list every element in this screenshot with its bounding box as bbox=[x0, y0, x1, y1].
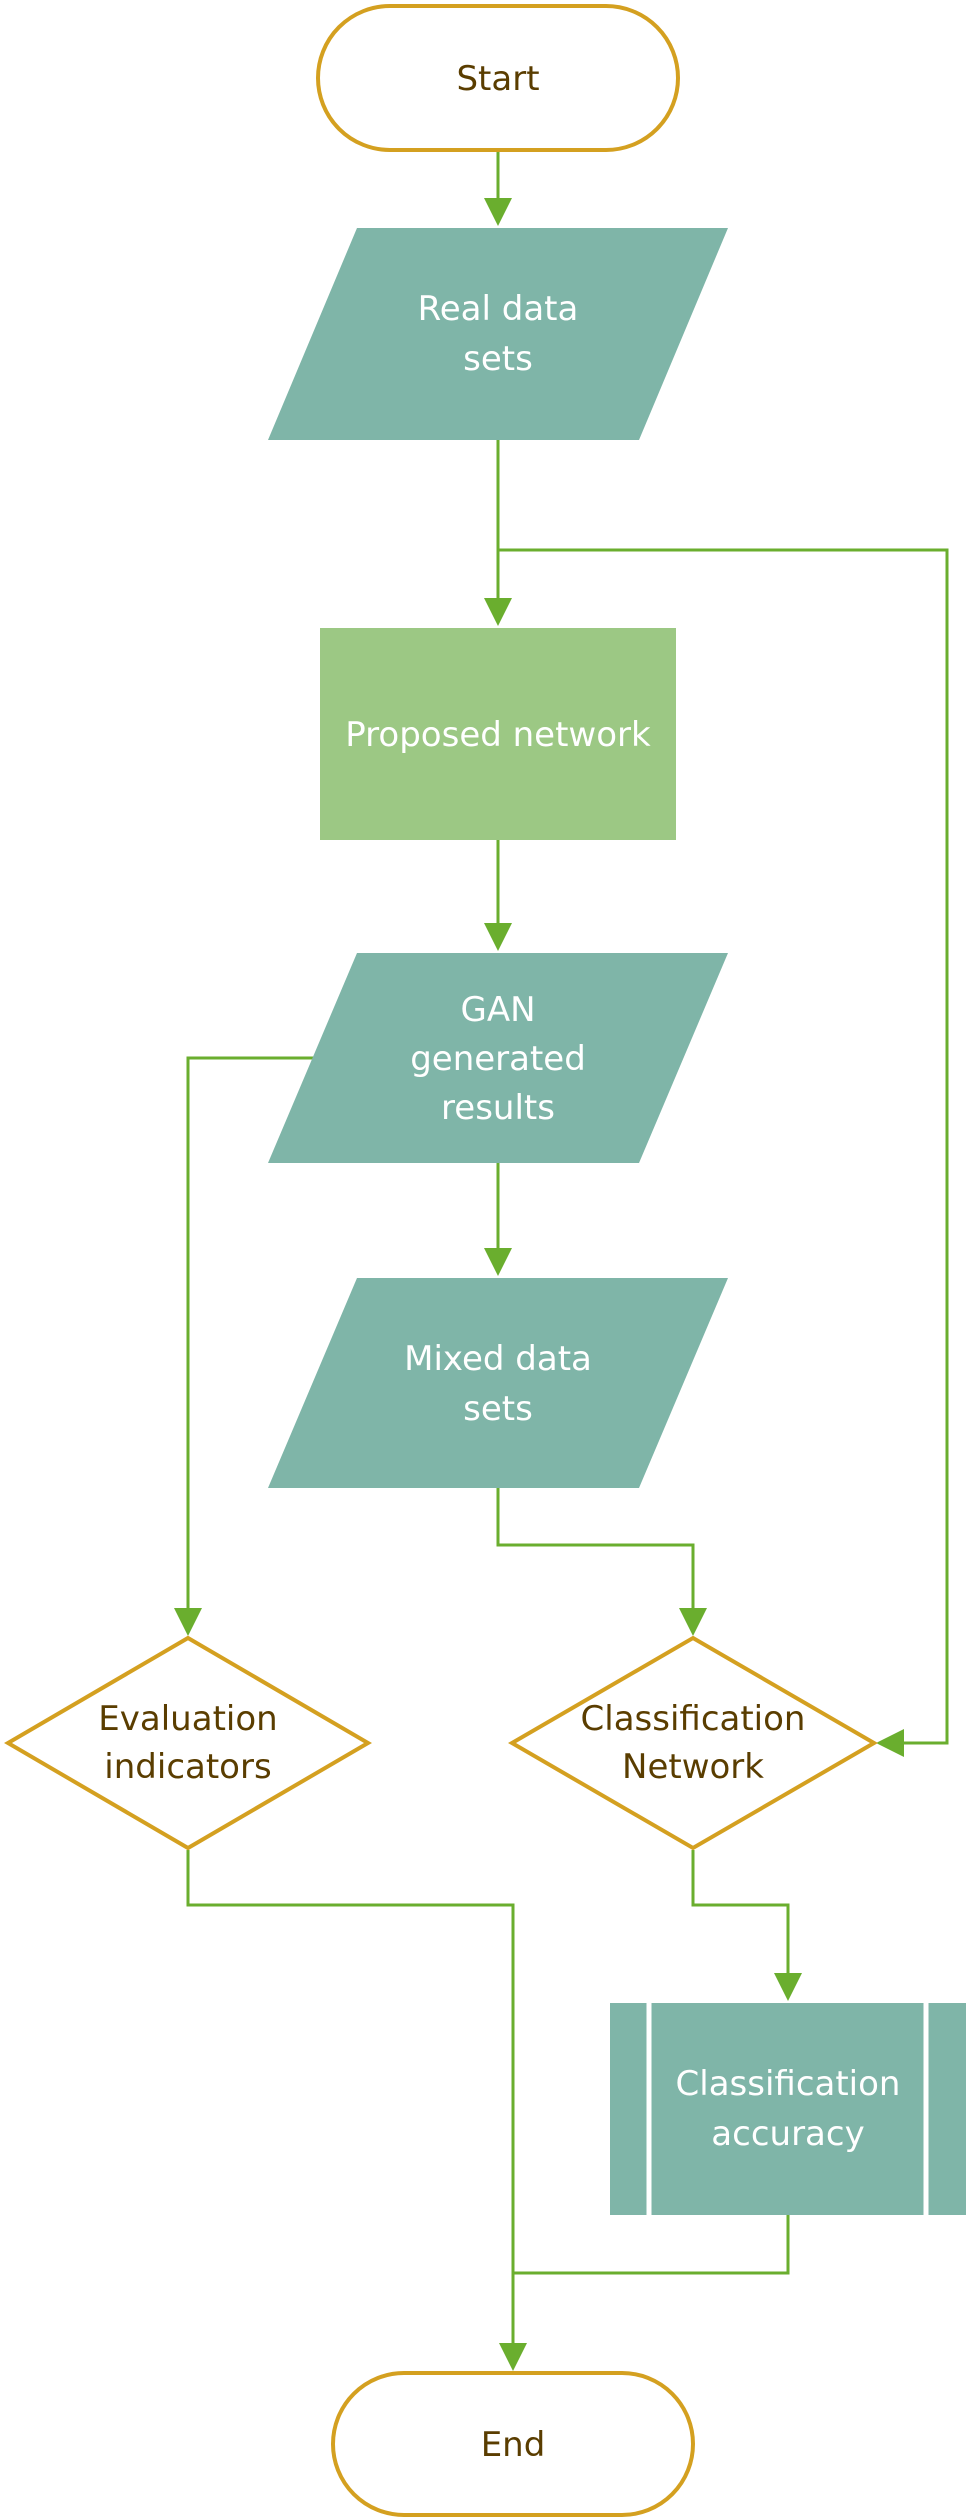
real-data-label-line2: sets bbox=[463, 339, 533, 379]
start-label: Start bbox=[456, 59, 539, 99]
evaluation-node: Evaluation indicators bbox=[4, 1635, 372, 1851]
arrowhead bbox=[484, 1248, 512, 1276]
arrowhead bbox=[499, 2343, 527, 2371]
mixed-data-label-line2: sets bbox=[463, 1389, 533, 1429]
edge-gan-results-to-evaluation bbox=[186, 1056, 318, 1610]
connectors bbox=[174, 150, 949, 2371]
gan-results-label-line3: results bbox=[441, 1088, 555, 1128]
edge-evaluation-to-end bbox=[186, 1850, 515, 2345]
start-node: Start bbox=[316, 4, 680, 152]
end-node: End bbox=[331, 2371, 695, 2517]
gan-results-label-line1: GAN bbox=[460, 990, 535, 1030]
edge-real-data-to-classification-network bbox=[498, 548, 949, 1745]
mixed-data-node: Mixed data sets bbox=[268, 1278, 728, 1488]
classification-accuracy-label-line2: accuracy bbox=[711, 2114, 864, 2154]
edge-mixed-data-to-classification-network bbox=[496, 1488, 695, 1610]
proposed-network-node: Proposed network bbox=[320, 628, 676, 840]
classification-accuracy-node: Classification accuracy bbox=[610, 2003, 966, 2215]
classification-network-label-line1: Classification bbox=[581, 1699, 806, 1739]
arrowhead bbox=[484, 198, 512, 226]
evaluation-label-line2: indicators bbox=[104, 1747, 271, 1787]
real-data-label-line1: Real data bbox=[418, 289, 579, 329]
proposed-network-label: Proposed network bbox=[345, 715, 651, 755]
arrowhead bbox=[174, 1608, 202, 1636]
end-label: End bbox=[481, 2425, 546, 2465]
mixed-data-label-line1: Mixed data bbox=[404, 1339, 592, 1379]
edge-classification-network-to-accuracy bbox=[691, 1850, 790, 1975]
gan-results-node: GAN generated results bbox=[268, 953, 728, 1163]
arrowhead bbox=[679, 1608, 707, 1636]
evaluation-label-line1: Evaluation bbox=[98, 1699, 277, 1739]
classification-accuracy-label-line1: Classification bbox=[676, 2064, 901, 2104]
arrowhead bbox=[774, 1973, 802, 2001]
edge-accuracy-to-end bbox=[513, 2215, 790, 2275]
gan-results-label-line2: generated bbox=[410, 1039, 586, 1079]
classification-network-label-line2: Network bbox=[622, 1747, 764, 1787]
real-data-node: Real data sets bbox=[268, 228, 728, 440]
arrowhead bbox=[484, 923, 512, 951]
arrowhead bbox=[876, 1729, 904, 1757]
arrowhead bbox=[484, 598, 512, 626]
classification-network-node: Classification Network bbox=[508, 1635, 878, 1851]
